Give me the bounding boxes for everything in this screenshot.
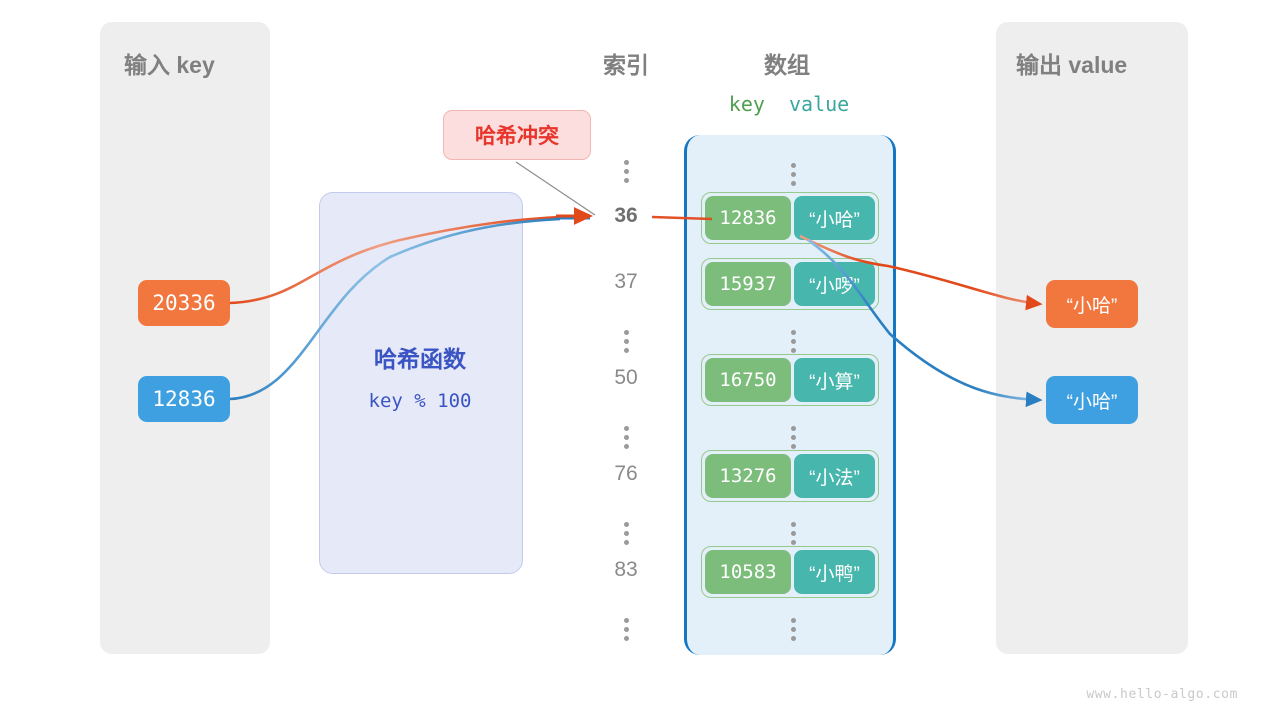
output-value-chip-0[interactable]: “小哈”: [1046, 280, 1138, 328]
bucket-value-cell: “小法”: [794, 454, 875, 498]
watermark: www.hello-algo.com: [1086, 687, 1238, 702]
bucket-entry[interactable]: 15937“小啰”: [701, 258, 879, 310]
index-column-header: 索引: [603, 52, 649, 78]
bucket-value-cell: “小哈”: [794, 196, 875, 240]
index-column: 36 37 50 76 83: [578, 132, 674, 656]
bucket-entry[interactable]: 10583“小鸭”: [701, 546, 879, 598]
index-ellipsis: [578, 514, 674, 545]
input-panel-title: 输入 key: [124, 52, 215, 78]
input-key-panel: [100, 22, 270, 654]
vertical-ellipsis-icon: [578, 330, 674, 353]
bucket-value-cell: “小算”: [794, 358, 875, 402]
vertical-ellipsis-icon: [578, 160, 674, 183]
bucket-key-cell: 15937: [705, 262, 791, 306]
input-key-chip-1[interactable]: 12836: [138, 376, 230, 422]
hash-collision-label: 哈希冲突: [443, 110, 591, 160]
vertical-ellipsis-icon: [687, 163, 899, 186]
vertical-ellipsis-icon: [687, 618, 899, 641]
bucket-entry[interactable]: 13276“小法”: [701, 450, 879, 502]
vertical-ellipsis-icon: [578, 426, 674, 449]
hash-function-box: [319, 192, 523, 574]
bucket-value-cell: “小鸭”: [794, 550, 875, 594]
array-ellipsis: [687, 155, 899, 186]
array-ellipsis: [687, 418, 899, 449]
bucket-key-cell: 13276: [705, 454, 791, 498]
vertical-ellipsis-icon: [687, 330, 899, 353]
hash-function-title: 哈希函数: [374, 346, 466, 372]
index-label-37: 37: [578, 270, 674, 294]
output-panel-title: 输出 value: [1016, 52, 1128, 78]
array-ellipsis: [687, 322, 899, 353]
array-container: 12836“小哈”15937“小啰”16750“小算”13276“小法”1058…: [684, 135, 896, 655]
index-label-76: 76: [578, 462, 674, 486]
index-value: 76: [614, 462, 638, 485]
bucket-key-cell: 16750: [705, 358, 791, 402]
vertical-ellipsis-icon: [578, 522, 674, 545]
kv-key-label: key: [728, 92, 765, 116]
vertical-ellipsis-icon: [578, 618, 674, 641]
output-value-chip-1[interactable]: “小哈”: [1046, 376, 1138, 424]
array-column-header: 数组: [764, 52, 810, 78]
array-ellipsis: [687, 610, 899, 641]
index-value: 83: [614, 558, 638, 581]
bucket-key-cell: 10583: [705, 550, 791, 594]
index-value: 50: [614, 366, 638, 389]
index-ellipsis: [578, 610, 674, 641]
vertical-ellipsis-icon: [687, 522, 899, 545]
index-value: 36: [614, 204, 638, 227]
index-ellipsis: [578, 418, 674, 449]
bucket-value-cell: “小啰”: [794, 262, 875, 306]
index-value: 37: [614, 270, 638, 293]
key-value-header: key value: [684, 92, 894, 116]
hash-function-formula: key % 100: [368, 390, 472, 412]
bucket-entry[interactable]: 12836“小哈”: [701, 192, 879, 244]
bucket-key-cell: 12836: [705, 196, 791, 240]
index-label-50: 50: [578, 366, 674, 390]
vertical-ellipsis-icon: [687, 426, 899, 449]
input-key-chip-0[interactable]: 20336: [138, 280, 230, 326]
index-ellipsis: [578, 152, 674, 183]
index-label-83: 83: [578, 558, 674, 582]
output-value-panel: [996, 22, 1188, 654]
kv-value-label: value: [789, 92, 850, 116]
index-ellipsis: [578, 322, 674, 353]
bucket-entry[interactable]: 16750“小算”: [701, 354, 879, 406]
array-ellipsis: [687, 514, 899, 545]
index-label-36: 36: [578, 204, 674, 228]
